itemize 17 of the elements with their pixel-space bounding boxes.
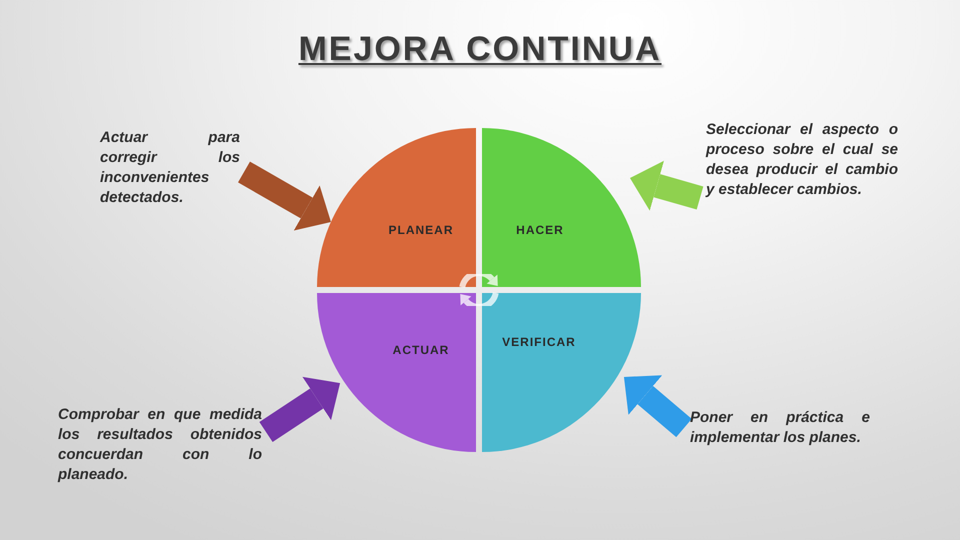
callout-text: Seleccionar el aspecto o proceso sobre el cual se desea producir el cambio y establecer cambios. [706,120,898,200]
quadrant-label: PLANEAR [387,223,454,238]
block-arrow [259,376,340,442]
quadrant-segment [482,293,641,452]
callout-text: Poner en práctica e implementar los planes. [690,408,870,448]
callout-text: Comprobar en que medida los resultados obtenidos concuerdan con lo planeado. [58,405,262,485]
block-arrow [630,160,704,211]
title-heading: MEJORA CONTINUA [298,30,662,68]
quadrant-label: HACER [515,223,565,238]
quadrant-label: ACTUAR [392,343,450,358]
block-arrow [238,162,331,231]
quadrant-segment [317,128,476,287]
quadrant-segment [482,128,641,287]
callout-text: Actuar para corregir los inconvenientes detectados. [100,128,240,208]
block-arrow [624,375,692,438]
quadrant-segment [317,293,476,452]
quadrant-label: VERIFICAR [502,335,576,350]
